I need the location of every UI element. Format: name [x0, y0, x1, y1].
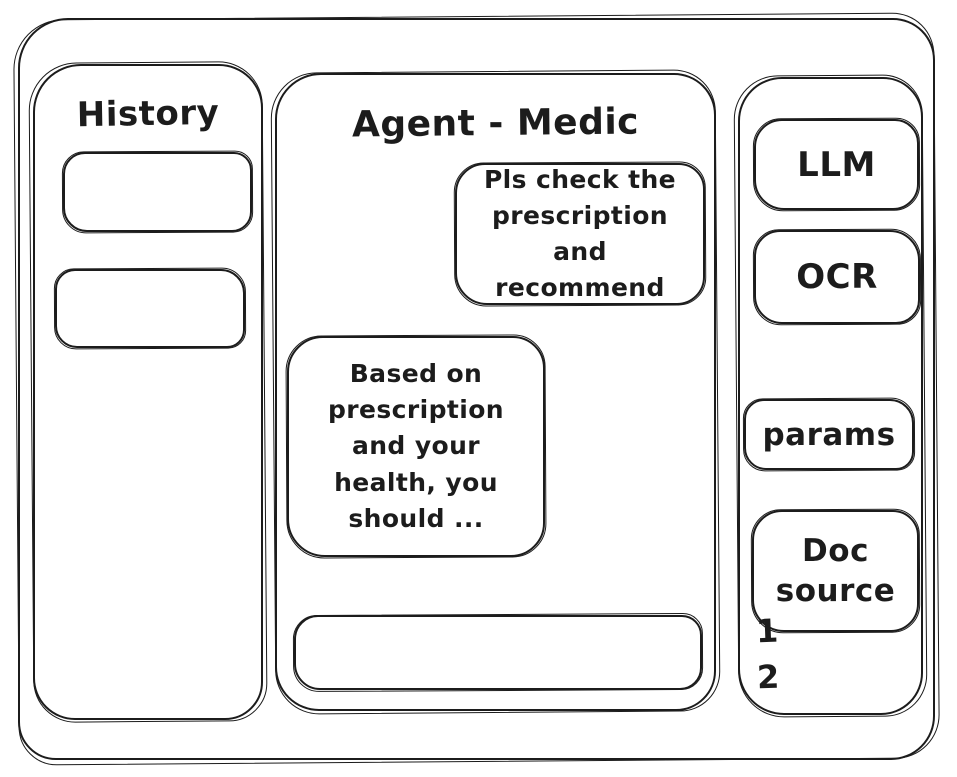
chat-panel: Agent - Medic Pls check the prescription… [275, 73, 716, 711]
params-button[interactable]: params [744, 399, 914, 470]
user-message-bubble: Pls check the prescription and recommend [455, 163, 705, 305]
doc-source-item-2: 2 [756, 657, 780, 697]
history-panel: History [33, 64, 263, 720]
llm-button-label: LLM [797, 144, 876, 185]
doc-source-item-1: 1 [755, 611, 779, 651]
assistant-message-text: Based on prescription and your health, y… [328, 358, 504, 533]
doc-source-button[interactable]: Doc source [752, 510, 919, 632]
llm-button[interactable]: LLM [754, 119, 919, 210]
history-title: History [76, 92, 220, 136]
doc-source-button-label: Doc source [775, 532, 896, 609]
message-input[interactable] [294, 615, 702, 690]
page-title: Agent - Medic [351, 101, 640, 146]
params-button-label: params [762, 416, 896, 453]
ocr-button[interactable]: OCR [754, 230, 920, 324]
history-item-1[interactable] [63, 152, 252, 232]
history-item-2[interactable] [55, 269, 245, 348]
tools-panel: LLM OCR params Doc source [738, 77, 923, 715]
ocr-button-label: OCR [796, 257, 878, 297]
user-message-text: Pls check the prescription and recommend [483, 164, 677, 303]
assistant-message-bubble: Based on prescription and your health, y… [287, 336, 545, 557]
